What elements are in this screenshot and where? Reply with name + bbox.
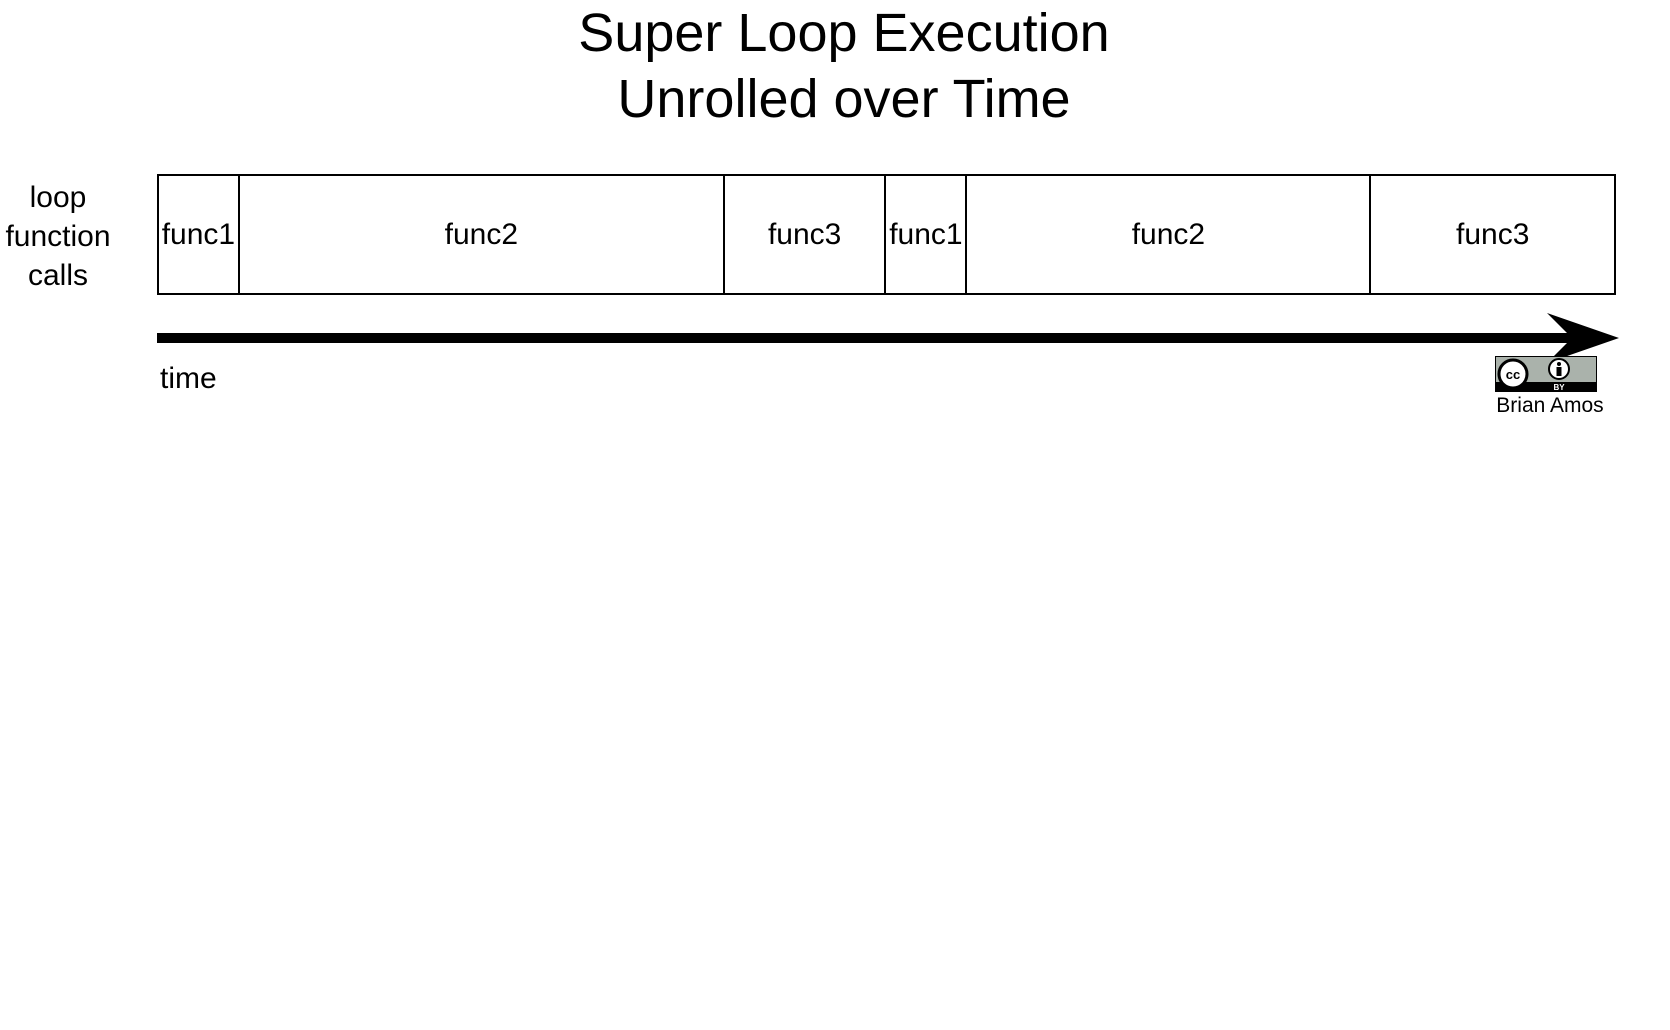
function-block-func3: func3 bbox=[1456, 217, 1530, 251]
time-arrow-icon bbox=[157, 313, 1619, 363]
function-block-func2: func2 bbox=[967, 176, 1372, 293]
title-line-2: Unrolled over Time bbox=[617, 69, 1071, 129]
function-block-func1: func1 bbox=[886, 176, 968, 293]
function-block-func3: func3 bbox=[725, 176, 887, 293]
row-label-line-1: loop bbox=[29, 181, 87, 214]
cc-by-text: BY bbox=[1553, 383, 1565, 392]
row-label: loop function calls bbox=[0, 178, 116, 295]
function-block-func2: func2 bbox=[240, 176, 725, 293]
author-credit: Brian Amos bbox=[1496, 394, 1604, 417]
diagram-title: Super Loop Execution Unrolled over Time bbox=[0, 0, 1670, 132]
svg-text:cc: cc bbox=[1506, 367, 1520, 382]
function-block-func1: func1 bbox=[159, 176, 240, 293]
time-axis-label: time bbox=[160, 362, 217, 395]
license-badge: cc BY Brian Amos bbox=[1480, 356, 1620, 418]
cc-by-icon: cc BY bbox=[1495, 356, 1597, 392]
title-line-1: Super Loop Execution bbox=[578, 3, 1110, 63]
row-label-line-2: function bbox=[5, 220, 111, 253]
row-label-line-3: calls bbox=[27, 259, 88, 292]
